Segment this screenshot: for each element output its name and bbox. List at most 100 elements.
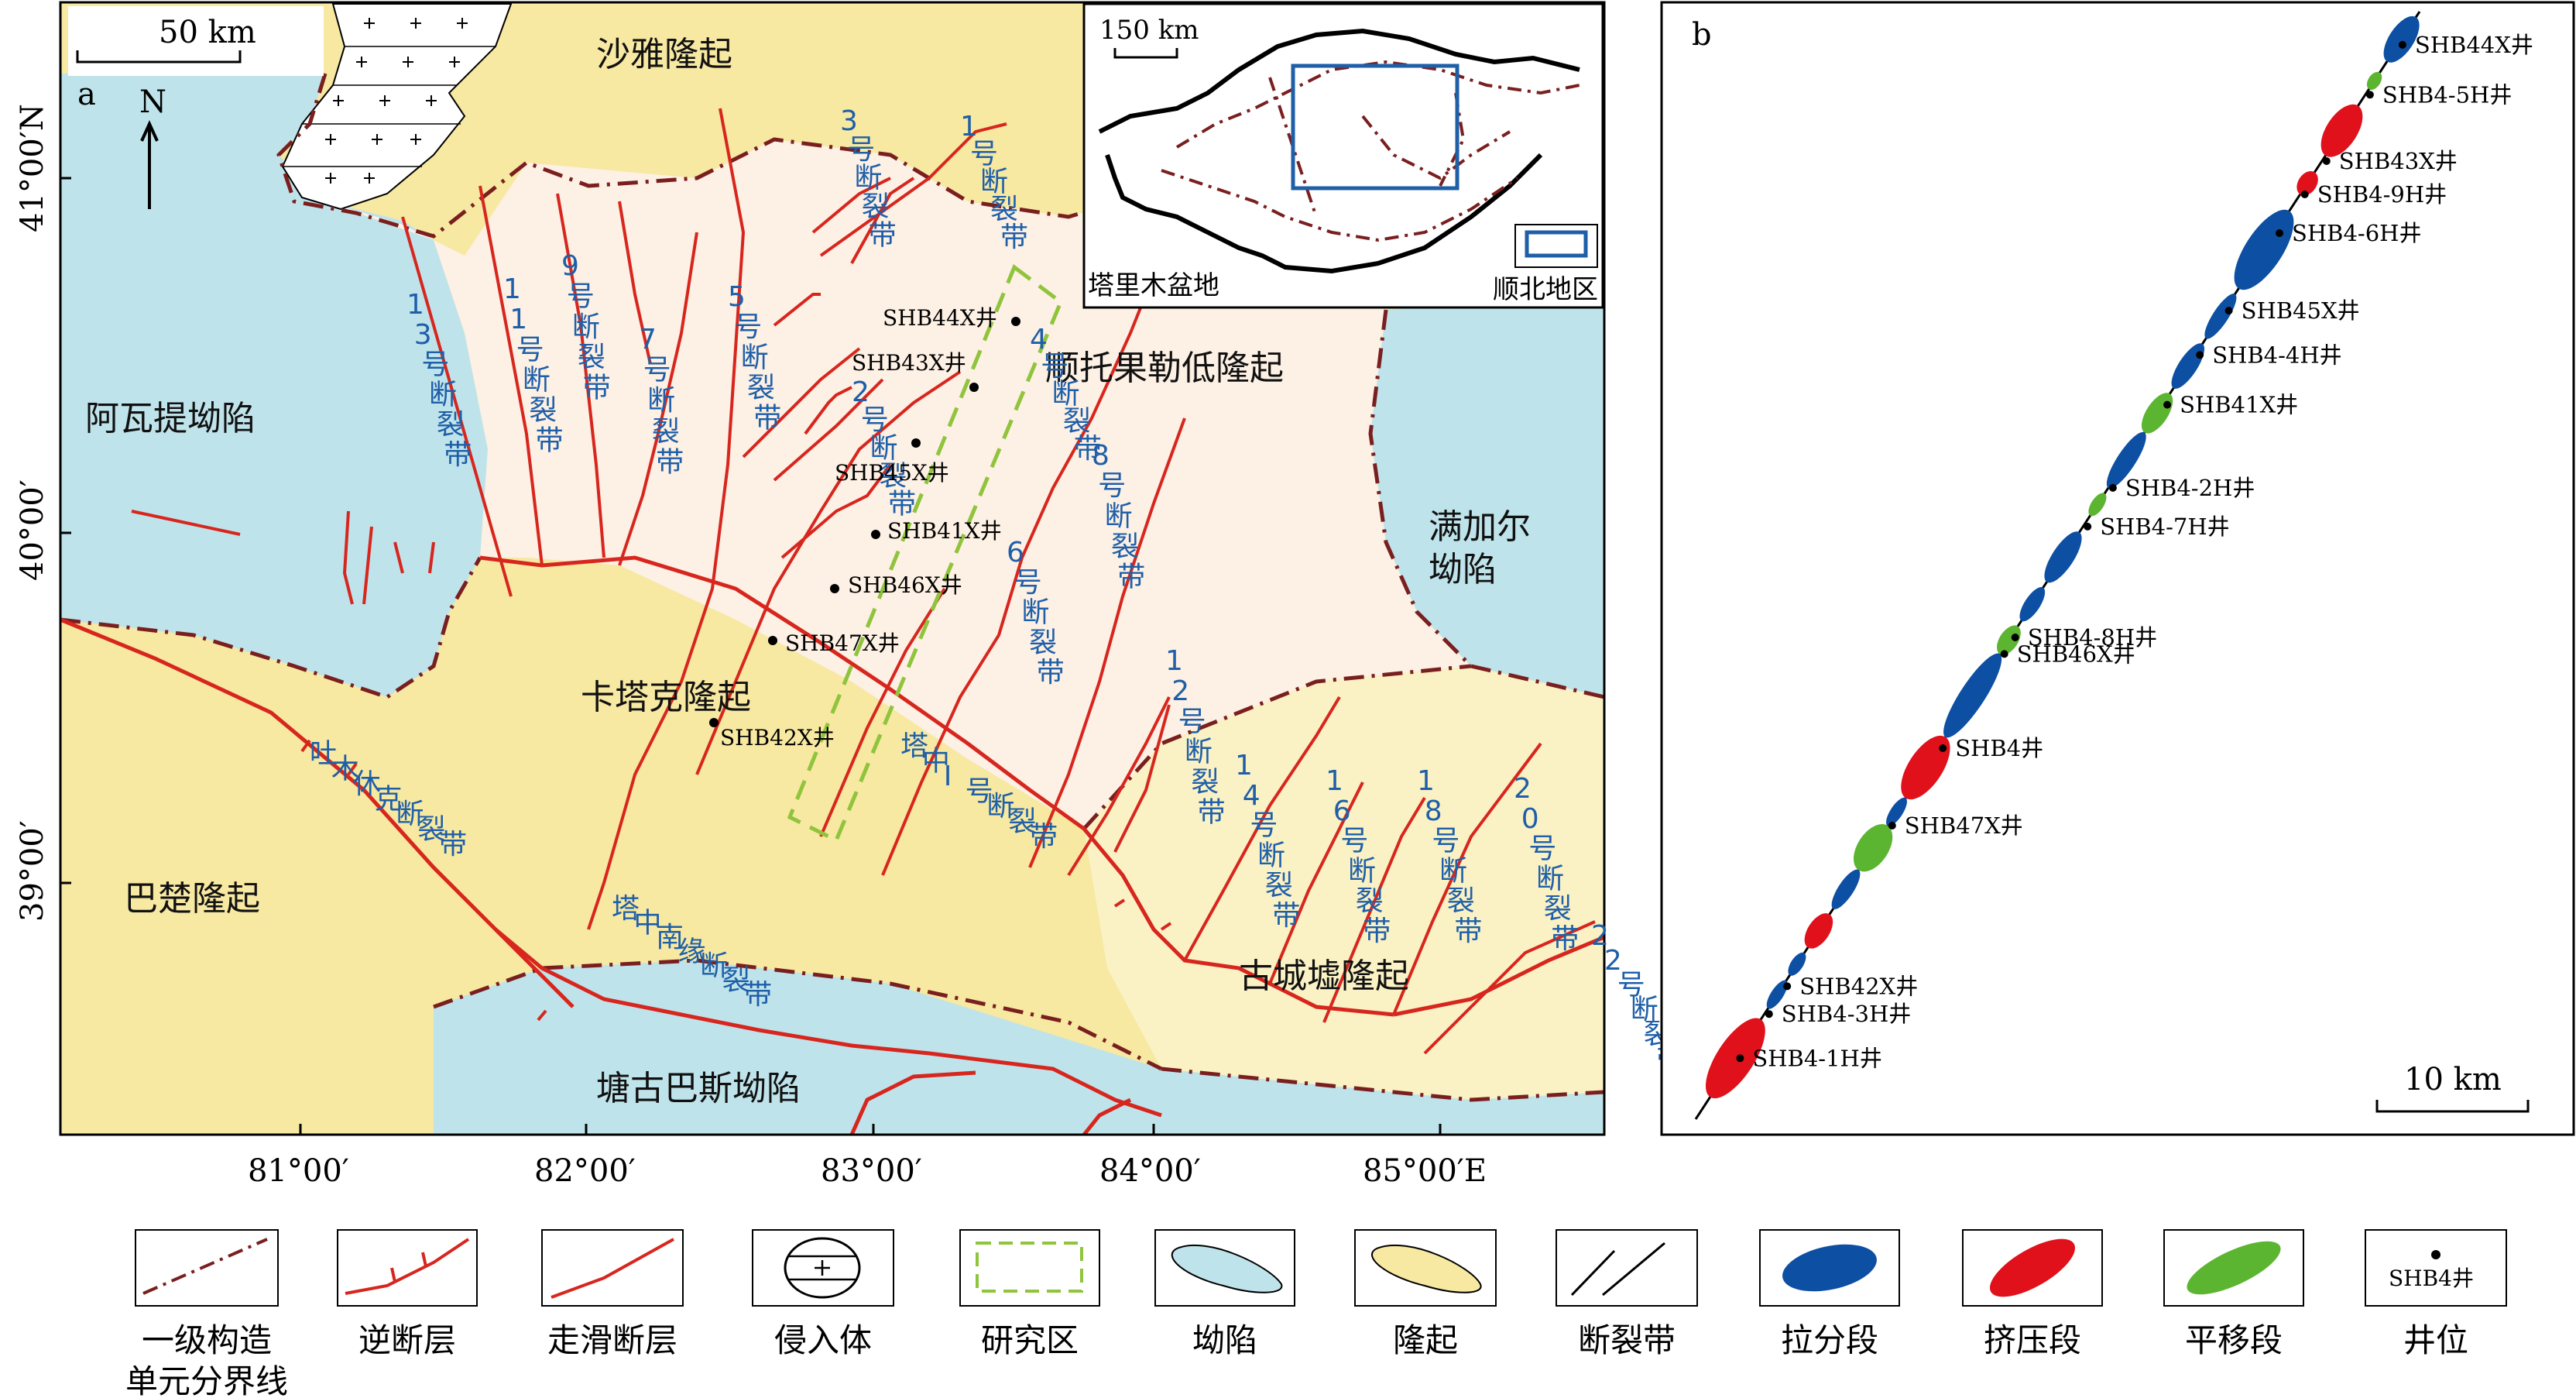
- well-marker: [2322, 157, 2331, 165]
- well-label: SHB4-5H井: [2382, 81, 2512, 108]
- legend-label-thrust: 逆断层: [358, 1321, 456, 1359]
- well-marker: [1765, 1010, 1773, 1018]
- pull-apart-segment: [1766, 980, 1788, 1009]
- label-shuntuo-low-uplift: 顺托果勒低隆起: [1045, 349, 1284, 388]
- well-marker: [830, 584, 839, 593]
- awati-depression: [60, 74, 488, 697]
- inset-scale-label: 150 km: [1099, 15, 1199, 46]
- panel-a-frame: [59, 1, 1606, 1136]
- tanggu-depression: [434, 960, 1604, 1135]
- legend-label-strike-slip: 走滑断层: [547, 1321, 677, 1359]
- well-label: SHB46X井: [848, 572, 962, 598]
- inset-study-box: [1291, 64, 1460, 191]
- compression-segment: [1901, 735, 1950, 800]
- well-marker: [1783, 982, 1792, 991]
- well-label: SHB44X井: [883, 305, 997, 331]
- well-marker: [1939, 744, 1947, 752]
- well-label: SHB42X井: [1799, 973, 1918, 999]
- well-marker: [768, 636, 777, 645]
- lon-label-83: 83°00′: [821, 1153, 922, 1189]
- well-label: SHB4-9H井: [2317, 181, 2447, 208]
- well-marker: [871, 530, 880, 539]
- legend-label-uplift: 隆起: [1393, 1321, 1458, 1359]
- compression-segment: [1804, 913, 1833, 949]
- pull-apart-segment: [1788, 952, 1806, 976]
- panel-b-fault-segments: b SHB44X井SHB4-5H井SHB43X井SHB4-9H井SHB4-6H井…: [1660, 1, 2575, 1136]
- label-shaya-uplift: 沙雅隆起: [596, 35, 732, 74]
- well-label: SHB44X井: [2415, 32, 2533, 58]
- translation-segment: [2088, 493, 2107, 517]
- translation-segment: [1996, 625, 2021, 655]
- well-label: SHB4-2H井: [2125, 475, 2255, 501]
- manjiaer-depression: [1370, 294, 1604, 697]
- pull-apart-segment: [2106, 431, 2146, 489]
- panel-a-wells: SHB44X井 SHB43X井 SHB45X井 SHB41X井 SHB46X井 …: [709, 305, 1020, 751]
- inset-basin-outline: [1098, 28, 1580, 274]
- well-label: SHB47X井: [785, 630, 900, 656]
- depression-icon: [1171, 1244, 1283, 1293]
- compression-segment: [2296, 170, 2318, 196]
- pull-apart-segment: [1943, 653, 2002, 738]
- well-label: SHB41X井: [887, 518, 1002, 544]
- legend-box: [135, 1229, 279, 1307]
- lat-label-39: 39°00′: [15, 820, 50, 922]
- scale-bar-label: 50 km: [159, 15, 256, 50]
- label-tazhongnan-fault: 塔中南缘断裂带: [612, 893, 772, 1011]
- inset-basin-label: 塔里木盆地: [1088, 270, 1219, 301]
- thrust-ticks: [300, 739, 1172, 1022]
- well-label: SHB46X井: [2017, 641, 2135, 667]
- pull-apart-icon: [1782, 1244, 1877, 1292]
- translation-icon: [2187, 1241, 2281, 1295]
- north-arrow-icon: [140, 120, 159, 209]
- legend-label-well: 井位: [2403, 1321, 2468, 1359]
- thrust-tick-icon: [390, 1252, 427, 1283]
- inset-legend-box: [1514, 224, 1598, 268]
- well-marker: [2000, 650, 2008, 658]
- inset-scale-bar: [1113, 48, 1178, 59]
- panel-b-label: b: [1692, 17, 1712, 53]
- panel-a-label: a: [77, 77, 96, 112]
- lat-label-41: 41°00′N: [15, 104, 50, 232]
- strike-slip-fault-icon: [551, 1238, 674, 1299]
- panel-a-map: 50 km a N 沙雅隆起 阿瓦提坳陷 顺托果勒低隆起 卡塔克隆起 巴楚隆起 …: [15, 1, 1685, 1189]
- label-manjiaer-depression: 满加尔坳陷: [1429, 507, 1531, 589]
- study-area-outline: [787, 264, 1064, 843]
- segment-group: [1706, 15, 2420, 1099]
- scale-bar-background: [68, 6, 324, 76]
- well-marker: [2300, 191, 2309, 198]
- well-marker: [1888, 822, 1896, 830]
- well-label: SHB45X井: [835, 460, 949, 486]
- compression-segment: [1706, 1018, 1765, 1099]
- shuntuo-low-uplift: [325, 139, 1471, 829]
- well-marker: [1011, 317, 1020, 326]
- legend-label-pull-apart: 拉分段: [1781, 1321, 1878, 1359]
- legend: SHB4井 一级构造 单元分界线 逆断层 走滑断层 侵入体 研究区 坳陷 隆起 …: [125, 1229, 2507, 1398]
- compression-icon: [1989, 1238, 2076, 1297]
- label-gucheng-uplift: 古城墟隆起: [1239, 957, 1409, 996]
- uplift-icon: [1371, 1244, 1482, 1293]
- study-area-icon: [976, 1242, 1083, 1293]
- label-katake-uplift: 卡塔克隆起: [581, 678, 751, 717]
- well-marker: [709, 718, 719, 727]
- well-marker: [2398, 40, 2406, 49]
- legend-label-intrusion: 侵入体: [774, 1321, 872, 1359]
- gucheng-uplift: [1084, 666, 1604, 1100]
- label-bachu-uplift: 巴楚隆起: [124, 879, 260, 919]
- well-label: SHB43X井: [852, 350, 966, 376]
- lat-label-40: 40°00′: [15, 479, 50, 581]
- well-marker: [2276, 229, 2283, 237]
